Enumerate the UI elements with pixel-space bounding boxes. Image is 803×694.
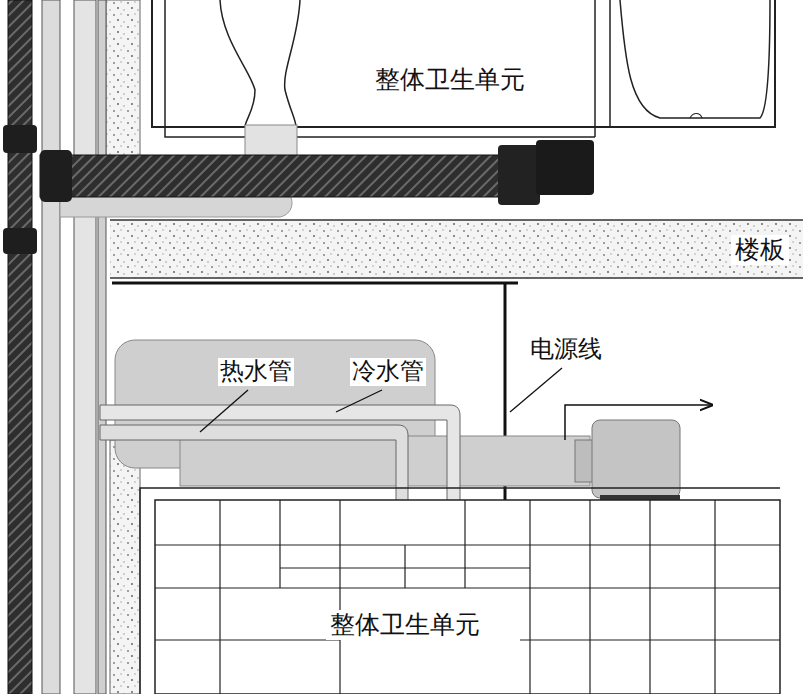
unit-region: 楼板: [718, 230, 802, 270]
region-label: 整体卫生单元: [371, 65, 529, 96]
pipe-label: 电源线: [528, 336, 604, 364]
region-label: 楼板: [731, 235, 789, 266]
pipe-label: 热水管: [218, 358, 294, 386]
unit-region: 整体卫生单元: [280, 600, 530, 650]
unit-region: 整体卫生单元: [300, 55, 600, 105]
region-label: 整体卫生单元: [326, 610, 484, 641]
pipe-label: 冷水管: [350, 358, 426, 386]
